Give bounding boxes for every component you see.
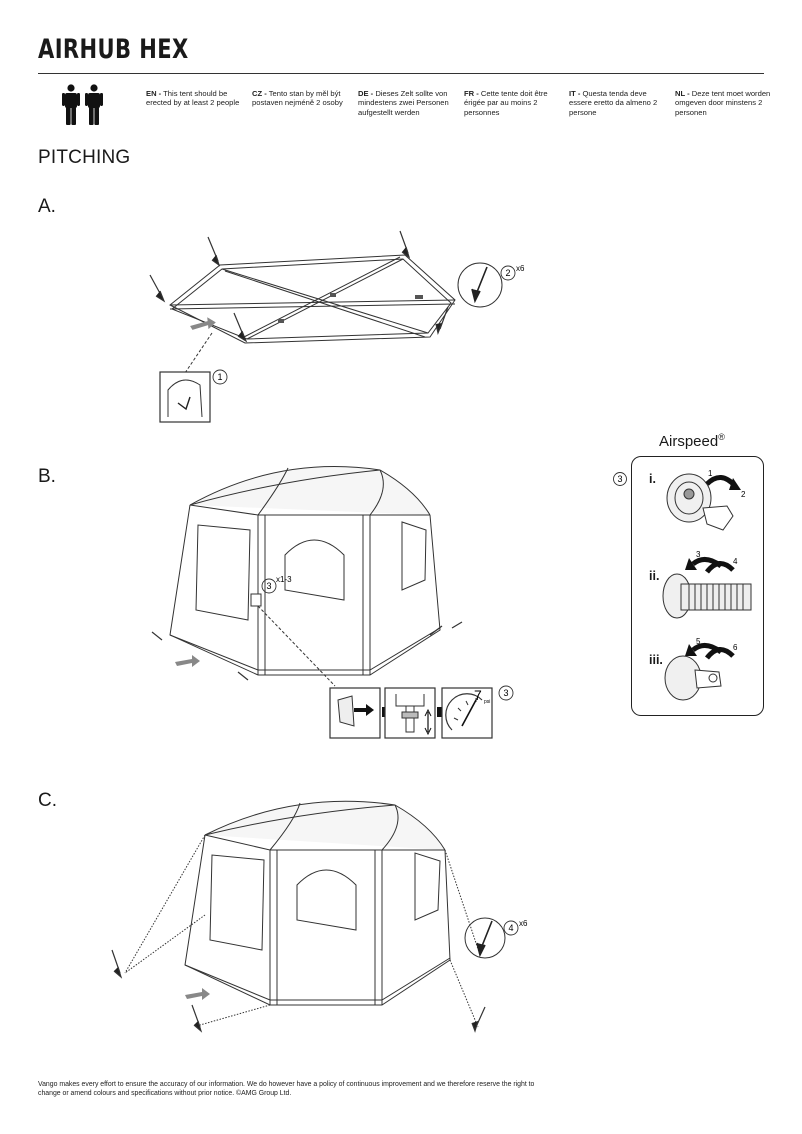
svg-text:6: 6 [733,643,738,652]
airspeed-callout: 3 [613,472,627,486]
hose-icon [662,573,752,619]
svg-text:2: 2 [741,490,746,499]
step-a-diagram: 2 x6 1 [149,230,525,423]
svg-text:3: 3 [696,550,701,559]
line-count: x6 [519,919,528,928]
arrow-icon [185,988,210,1000]
airspeed-title: Airspeed® [659,432,725,450]
airspeed-step-ii: ii. [649,569,660,583]
valve-count: x1-3 [276,575,292,584]
svg-text:5: 5 [696,637,701,646]
svg-text:7: 7 [474,687,482,703]
step-c-diagram: 4 x6 [111,800,528,1033]
peg-zoom-circle [457,262,503,308]
airspeed-step-i: i. [649,472,656,486]
airspeed-step-iii: iii. [649,653,663,667]
arrow-icon [190,317,216,330]
tent-peg-icon [149,230,449,343]
lang-cz: CZ - Tento stan by měl být postaven nejm… [252,89,343,108]
airspeed-illustrations: 1 2 3 4 5 6 [662,469,752,701]
svg-text:3: 3 [617,474,622,484]
lang-de: DE - Dieses Zelt sollte von mindestens z… [358,89,449,117]
peg-count: x6 [516,264,525,273]
brand-title: AIRHUB HEX [38,34,189,65]
step-c-label: C. [38,790,57,811]
step-b-diagram: 3 x1-3 7 psi 3 [151,466,514,739]
airspeed-panel [631,456,764,716]
callout-2: 2 [505,268,510,278]
callout-3-seq: 3 [503,688,508,698]
step-b-label: B. [38,466,56,487]
lang-it: IT - Questa tenda deve essere eretto da … [569,89,658,117]
lang-fr: FR - Cette tente doit être érigée par au… [464,89,548,117]
callout-3: 3 [266,581,271,591]
two-people-icon [62,84,103,125]
svg-text:1: 1 [708,469,713,478]
valve-icon [666,473,734,531]
lang-nl: NL - Deze tent moet worden omgeven door … [675,89,771,117]
arrow-icon [175,655,200,667]
svg-text:4: 4 [733,557,738,566]
callout-4: 4 [508,923,513,933]
header-rule [38,73,764,74]
pressure-gauge-icon [441,687,493,739]
section-title: PITCHING [38,147,131,168]
lang-en: EN - This tent should be erected by at l… [146,89,240,108]
step-a-label: A. [38,196,56,217]
groundsheet-outline [169,254,456,344]
callout-1: 1 [217,372,222,382]
svg-text:psi: psi [484,699,490,705]
step-valve-open [329,687,381,739]
footer-disclaimer: Vango makes every effort to ensure the a… [38,1081,535,1097]
